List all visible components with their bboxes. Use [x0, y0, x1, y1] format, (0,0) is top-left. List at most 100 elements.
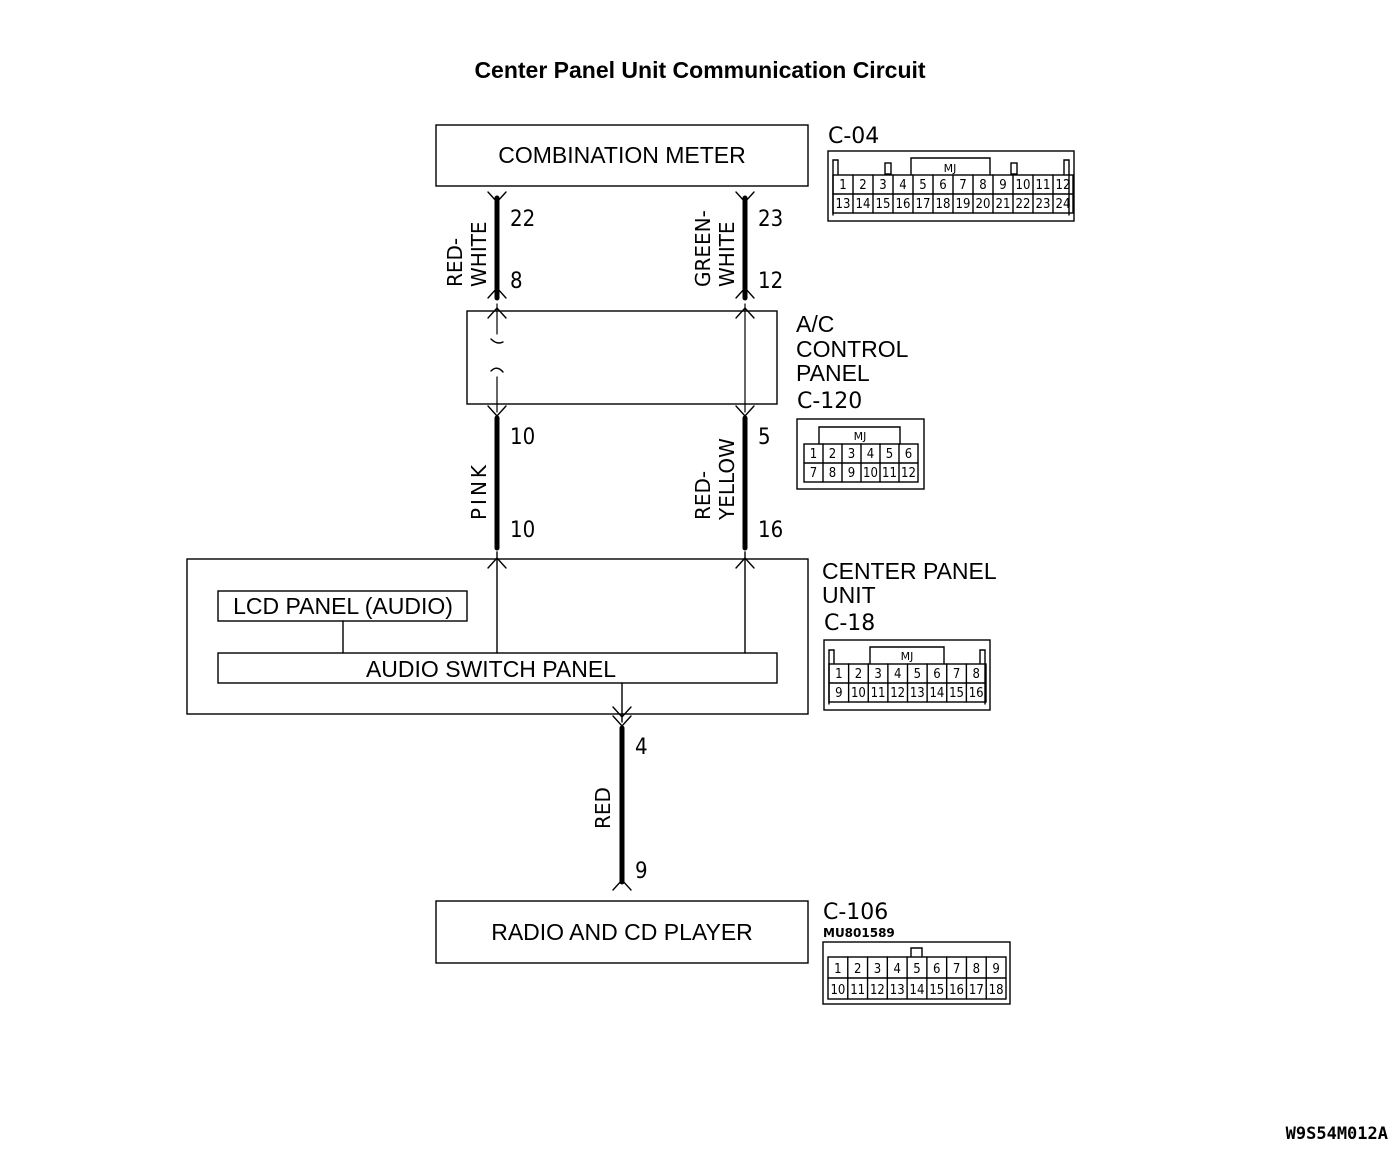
wire-color-label: RED — [591, 787, 615, 829]
connector-pin-number: 9 — [835, 686, 842, 701]
connector-pin-number: 23 — [1036, 197, 1051, 212]
connector-pin-number: 3 — [874, 667, 881, 682]
connector-id: C-04 — [828, 124, 879, 149]
connector-pin-number: 6 — [933, 962, 940, 977]
connector-lock-tab — [910, 947, 923, 957]
connector-pin-number: 9 — [848, 466, 855, 481]
connector-pin-number: 4 — [867, 447, 874, 462]
connector-pin-number: 17 — [969, 983, 984, 998]
connector-pin-number: 14 — [910, 983, 925, 998]
connector-pin-number: 10 — [851, 686, 866, 701]
wire-color-label: RED- — [691, 471, 715, 520]
pin-8: 8 — [510, 269, 523, 294]
connector-pin-number: 18 — [989, 983, 1004, 998]
connector-pin-number: 8 — [973, 962, 980, 977]
connector-pin-number: 9 — [992, 962, 999, 977]
connector-pin-number: 13 — [890, 983, 905, 998]
wire-color-label: YELLOW — [715, 438, 739, 521]
connector-pin-number: 17 — [916, 197, 931, 212]
connector-pin-number: 1 — [810, 447, 817, 462]
connector-pin-number: 22 — [1016, 197, 1031, 212]
connector-pin-number: 1 — [835, 667, 842, 682]
pin-16: 16 — [758, 518, 783, 543]
connector-pin-number: 15 — [876, 197, 891, 212]
connector-pin-number: 11 — [1036, 178, 1051, 193]
connector-pin-number: 18 — [936, 197, 951, 212]
connector-pin-number: 8 — [972, 667, 979, 682]
connector-c120-housing — [796, 418, 925, 490]
connector-lock-tab — [818, 426, 901, 445]
connector-pin-number: 7 — [953, 962, 960, 977]
connector-pin-number: 16 — [949, 983, 964, 998]
connector-pin-number: 6 — [933, 667, 940, 682]
connector-pin-number: 24 — [1056, 197, 1071, 212]
connector-pin-number: 4 — [894, 667, 901, 682]
audio-switch-panel-box — [217, 652, 778, 684]
connector-pin-number: 7 — [953, 667, 960, 682]
mj-tag: MJ — [854, 430, 867, 443]
connector-pin-number: 13 — [910, 686, 925, 701]
ac-panel-label: A/C — [796, 311, 834, 337]
connector-pin-number: 15 — [949, 686, 964, 701]
connector-c04-housing — [827, 150, 1075, 222]
connector-pin-number: 10 — [830, 983, 845, 998]
connector-pin-number: 5 — [913, 962, 920, 977]
connector-pin-number: 15 — [929, 983, 944, 998]
pin-10: 10 — [510, 425, 535, 450]
combination-meter-label: COMBINATION METER — [498, 142, 745, 168]
wire-color-label: WHITE — [467, 221, 491, 287]
radio-cd-player-label: RADIO AND CD PLAYER — [491, 919, 753, 945]
pin-12: 12 — [758, 269, 783, 294]
connector-pin-number: 8 — [979, 178, 986, 193]
connector-pin-number: 10 — [1016, 178, 1031, 193]
connector-pin-number: 13 — [836, 197, 851, 212]
audio-switch-panel-label: AUDIO SWITCH PANEL — [366, 656, 616, 682]
wire-end-mark — [735, 191, 755, 204]
connector-id: C-18 — [824, 611, 875, 636]
connector-pin-number: 11 — [871, 686, 886, 701]
connector-pin-number: 6 — [939, 178, 946, 193]
connector-pin-number: 14 — [929, 686, 944, 701]
connector-pin-number: 2 — [829, 447, 836, 462]
ac-panel-label: CONTROL — [796, 336, 909, 362]
connector-pin-number: 3 — [879, 178, 886, 193]
wire-color-label: WHITE — [715, 221, 739, 287]
combination-meter-box — [435, 124, 809, 187]
connector-pin-number: 14 — [856, 197, 871, 212]
mj-tag: MJ — [901, 650, 914, 663]
part-number: MU801589 — [823, 926, 895, 940]
wire-color-label: RED- — [443, 238, 467, 287]
connector-c106-housing — [822, 941, 1011, 1005]
center-panel-label: UNIT — [822, 582, 876, 608]
connector-pin-number: 19 — [956, 197, 971, 212]
figure-code: W9S54M012A — [1286, 1124, 1388, 1144]
connector-pin-number: 8 — [829, 466, 836, 481]
mj-tag: MJ — [944, 162, 957, 175]
connector-pin-number: 2 — [855, 667, 862, 682]
center-panel-label: CENTER PANEL — [822, 558, 997, 584]
connector-id: C-120 — [797, 389, 862, 414]
connector-pin-number: 3 — [874, 962, 881, 977]
connector-lock-tab — [869, 646, 945, 664]
connector-pin-number: 16 — [896, 197, 911, 212]
connector-pin-number: 20 — [976, 197, 991, 212]
pin-9: 9 — [635, 859, 648, 884]
connector-pin-number: 11 — [882, 466, 897, 481]
connector-pin-number: 4 — [893, 962, 900, 977]
connector-id: C-106 — [823, 900, 888, 925]
connector-pin-number: 7 — [959, 178, 966, 193]
connector-pin-number: 12 — [1056, 178, 1071, 193]
lcd-panel-label: LCD PANEL (AUDIO) — [233, 593, 453, 619]
wire-color-label: GREEN- — [691, 210, 715, 287]
connector-pin-number: 5 — [919, 178, 926, 193]
connector-pin-number: 5 — [914, 667, 921, 682]
pin-10: 10 — [510, 518, 535, 543]
connector-pin-number: 12 — [901, 466, 916, 481]
connector-pin-number: 7 — [810, 466, 817, 481]
wire-end-mark — [487, 286, 507, 299]
connector-pin-number: 4 — [899, 178, 906, 193]
